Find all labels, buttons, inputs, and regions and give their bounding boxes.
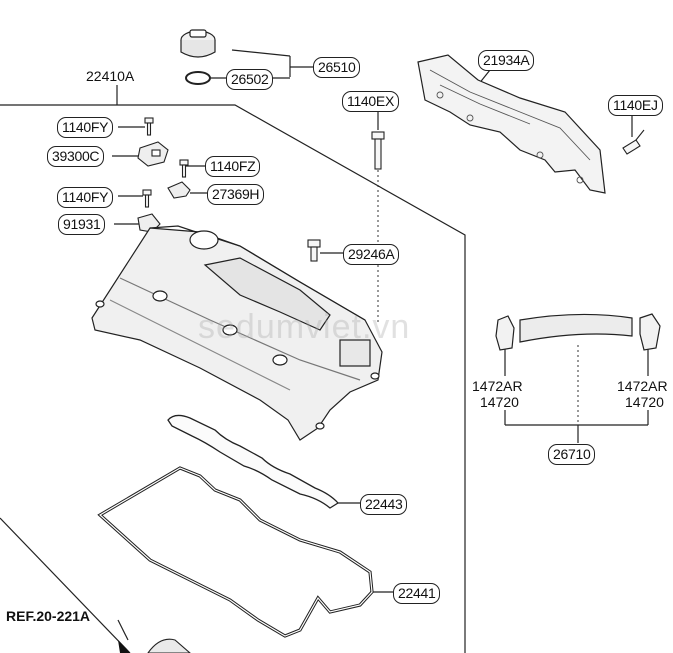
label-1472AR-left: 1472AR — [472, 378, 523, 394]
label-26710: 26710 — [548, 444, 596, 465]
label-1140EX: 1140EX — [342, 91, 399, 112]
oil-filler-cap — [180, 29, 216, 58]
label-22410A: 22410A — [86, 68, 135, 84]
reference-label: REF.20-221A — [6, 608, 91, 624]
label-26502: 26502 — [226, 69, 274, 90]
label-22443: 22443 — [360, 494, 408, 515]
label-1140FZ: 1140FZ — [205, 156, 261, 177]
label-1140FY-top: 1140FY — [57, 117, 114, 138]
label-14720-right: 14720 — [625, 394, 664, 410]
heat-shield — [417, 54, 606, 194]
o-ring — [185, 71, 211, 85]
bracket — [167, 181, 191, 199]
label-26510: 26510 — [313, 57, 361, 78]
label-27369H: 27369H — [207, 184, 265, 205]
label-14720-left: 14720 — [480, 394, 519, 410]
breather-hose — [495, 313, 661, 351]
label-22441: 22441 — [393, 583, 441, 604]
label-91931: 91931 — [58, 214, 106, 235]
label-1140EJ: 1140EJ — [608, 95, 663, 116]
label-39300C: 39300C — [47, 146, 105, 167]
rocker-cover — [91, 225, 383, 441]
bolts — [142, 117, 645, 262]
watermark: sedumviet.vn — [198, 308, 411, 346]
spark-plug-gasket — [167, 414, 339, 509]
ref-part — [147, 638, 191, 653]
label-1472AR-right: 1472AR — [617, 378, 668, 394]
camshaft-sensor — [137, 141, 169, 167]
label-29246A: 29246A — [343, 244, 400, 265]
ref-arrow — [118, 640, 130, 653]
label-1140FY-mid: 1140FY — [57, 187, 114, 208]
label-21934A: 21934A — [478, 50, 535, 71]
